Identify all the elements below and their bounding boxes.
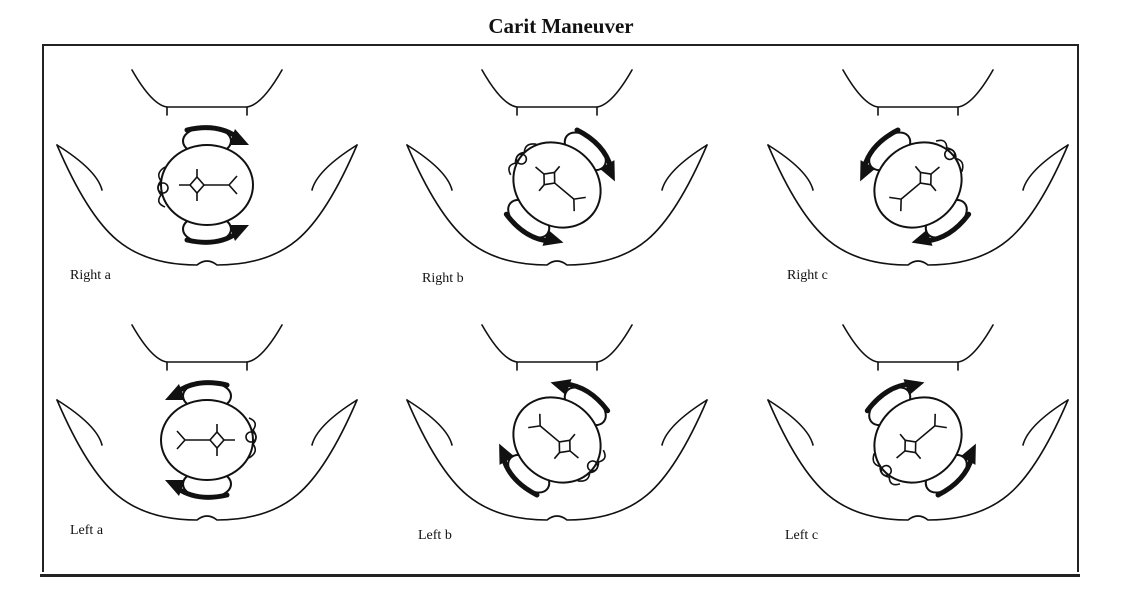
pelvis-outline <box>56 324 358 521</box>
right-a-diagram <box>56 69 358 266</box>
fetal-head <box>160 380 257 500</box>
fetal-head <box>503 127 615 246</box>
right-c-diagram <box>767 69 1069 266</box>
panel-caption: Right c <box>787 268 828 283</box>
fetal-head <box>860 127 972 246</box>
fetal-head <box>499 379 611 498</box>
panel-caption: Left b <box>418 528 452 543</box>
bottom-rule <box>40 574 1080 577</box>
left-a-diagram <box>56 324 358 521</box>
right-b-diagram <box>406 69 708 266</box>
panel-caption: Left a <box>70 523 104 538</box>
rotation-arrows <box>860 127 972 246</box>
rotation-arrows <box>864 379 976 498</box>
panel-caption: Right a <box>70 268 111 283</box>
pelvis-outline <box>767 69 1069 266</box>
fetal-head <box>864 379 976 498</box>
left-b-diagram <box>406 324 708 521</box>
rotation-arrows <box>184 125 249 245</box>
diagram-frame <box>42 44 1079 572</box>
pelvis-outline <box>56 69 358 266</box>
panel-caption: Right b <box>422 271 464 286</box>
panel-caption: Left c <box>785 528 819 543</box>
rotation-arrows <box>503 127 615 246</box>
diagram-title: Carit Maneuver <box>488 14 634 38</box>
rotation-arrows <box>499 379 611 498</box>
left-c-diagram <box>767 324 1069 521</box>
pelvis-outline <box>406 324 708 521</box>
rotation-arrows <box>165 380 230 500</box>
fetal-head <box>157 125 254 245</box>
pelvis-outline <box>406 69 708 266</box>
pelvis-outline <box>767 324 1069 521</box>
